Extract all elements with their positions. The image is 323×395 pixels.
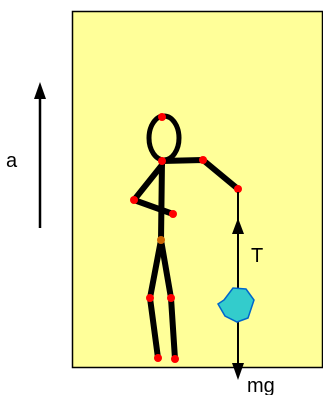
weight-arrowhead [232, 363, 244, 380]
joint-right-hand [234, 185, 242, 193]
tension-arrowhead [232, 218, 244, 234]
person-joints [130, 113, 242, 363]
elevator-box [71, 10, 323, 369]
joint-left-knee [146, 294, 154, 302]
joint-left-hand [169, 210, 177, 218]
joint-neck [158, 157, 166, 165]
joint-left-elbow [130, 196, 138, 204]
weight-label: mg [247, 375, 275, 395]
joint-left-foot [154, 354, 162, 362]
joint-head-top [158, 113, 166, 121]
force-vectors: T mg [232, 192, 275, 395]
acceleration-label: a [6, 150, 18, 172]
joint-right-elbow [199, 156, 207, 164]
acceleration-vector: a [6, 82, 46, 228]
acceleration-arrowhead [34, 82, 46, 99]
person-torso [158, 158, 165, 243]
joint-right-foot [171, 355, 179, 363]
rock-icon [216, 287, 255, 323]
joint-waist [157, 236, 165, 244]
tension-label: T [251, 245, 263, 267]
joint-right-knee [167, 294, 175, 302]
